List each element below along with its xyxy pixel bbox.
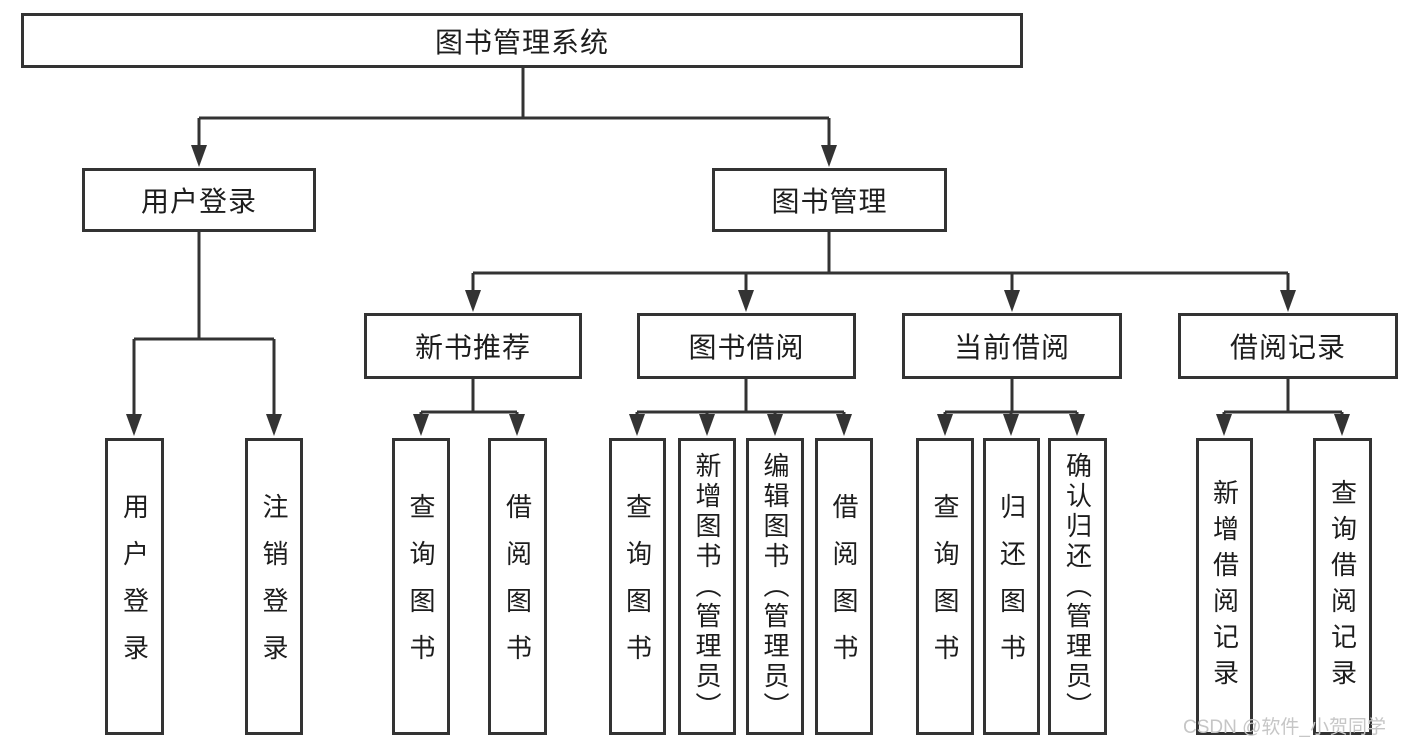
leaf-query-books-borrowing: 查询图书: [609, 438, 666, 735]
leaf-borrow-books-recommend: 借阅图书: [488, 438, 547, 735]
node-label: 查询借阅记录: [1327, 478, 1358, 695]
leaf-borrow-books-borrowing: 借阅图书: [815, 438, 873, 735]
node-library-management-system: 图书管理系统: [21, 13, 1023, 68]
leaf-edit-books-admin: 编辑图书（管理员）: [746, 438, 804, 735]
watermark: CSDN @软件_小贺同学: [1183, 717, 1386, 738]
node-label: 新书推荐: [414, 332, 531, 363]
node-label: 借阅图书: [502, 492, 533, 681]
leaf-query-borrow-record: 查询借阅记录: [1313, 438, 1372, 735]
node-book-borrowing: 图书借阅: [637, 313, 856, 379]
node-label: 借阅图书: [829, 492, 859, 681]
node-user-login: 用户登录: [82, 168, 316, 232]
node-label: 新增图书（管理员）: [692, 451, 722, 722]
node-new-book-recommend: 新书推荐: [364, 313, 582, 379]
leaf-query-books-recommend: 查询图书: [392, 438, 450, 735]
node-label: 归还图书: [996, 492, 1027, 681]
node-label: 图书管理: [771, 186, 888, 217]
node-label: 借阅记录: [1229, 332, 1346, 363]
node-label: 用户登录: [119, 492, 150, 681]
node-label: 图书借阅: [688, 332, 805, 363]
node-label: 查询图书: [622, 492, 653, 681]
node-label: 图书管理系统: [434, 26, 609, 58]
leaf-add-books-admin: 新增图书（管理员）: [678, 438, 736, 735]
node-borrowing-records: 借阅记录: [1178, 313, 1398, 379]
node-label: 确认归还（管理员）: [1062, 451, 1093, 722]
leaf-user-login: 用户登录: [105, 438, 164, 735]
node-label: 用户登录: [140, 186, 257, 217]
leaf-add-borrow-record: 新增借阅记录: [1196, 438, 1253, 735]
node-label: 查询图书: [406, 492, 436, 681]
node-label: 注销登录: [259, 492, 289, 681]
node-label: 编辑图书（管理员）: [760, 451, 790, 722]
node-label: 查询图书: [930, 492, 960, 681]
leaf-return-books: 归还图书: [983, 438, 1040, 735]
leaf-logout-login: 注销登录: [245, 438, 303, 735]
node-label: 新增借阅记录: [1209, 478, 1240, 695]
node-current-borrowing: 当前借阅: [902, 313, 1122, 379]
node-book-management: 图书管理: [712, 168, 947, 232]
leaf-query-books-current: 查询图书: [916, 438, 974, 735]
leaf-confirm-return-admin: 确认归还（管理员）: [1048, 438, 1107, 735]
node-label: 当前借阅: [953, 332, 1070, 363]
